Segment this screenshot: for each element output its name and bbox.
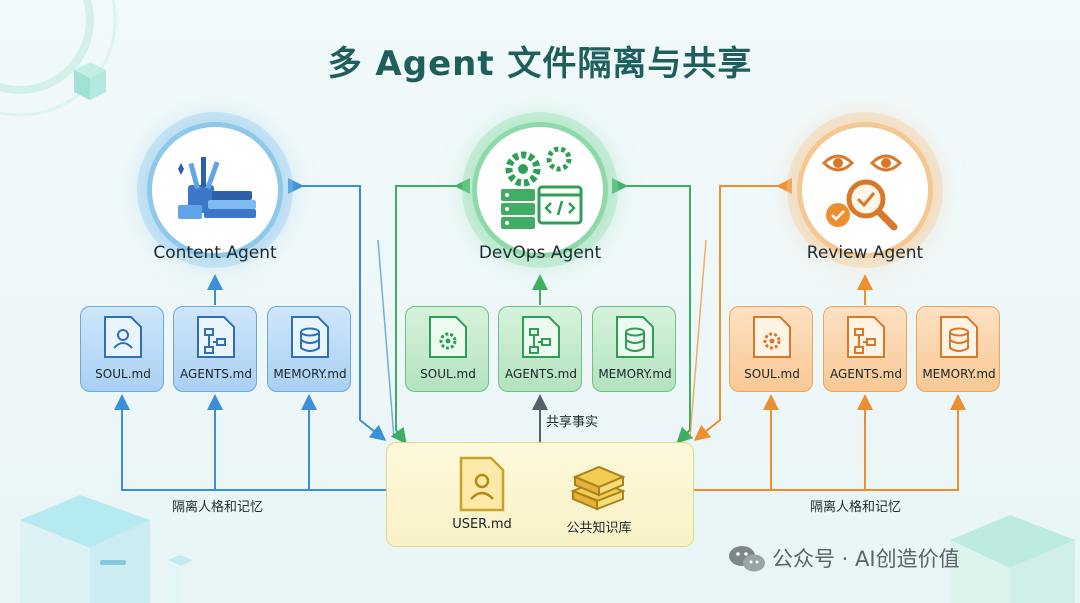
flowchart-document-icon [522, 316, 560, 358]
devops-agents-file: AGENTS.md [498, 306, 582, 392]
file-label: SOUL.md [744, 367, 800, 381]
content-agent-label: Content Agent [153, 243, 277, 263]
knowledge-base-label: 公共知识库 [566, 521, 632, 536]
gear-server-code-icon [501, 146, 583, 229]
shared-resources-box: USER.md 公共知识库 [386, 442, 694, 547]
flowchart-document-icon [847, 316, 885, 358]
footer-watermark: 公众号 · AI创造价值 [772, 547, 960, 571]
review-memory-file: MEMORY.md [916, 306, 1000, 392]
file-label: MEMORY.md [922, 367, 996, 381]
file-label: MEMORY.md [273, 367, 347, 381]
books-stack-icon [570, 465, 626, 511]
user-document-icon [459, 456, 505, 512]
gear-document-icon [429, 316, 467, 358]
content-agent-badge [147, 122, 283, 258]
flowchart-document-icon [197, 316, 235, 358]
person-document-icon [104, 316, 142, 358]
review-agent-badge [797, 122, 933, 258]
devops-soul-file: SOUL.md [405, 306, 489, 392]
page-title: 多 Agent 文件隔离与共享 [327, 44, 753, 84]
file-label: MEMORY.md [598, 367, 672, 381]
devops-agent-badge [472, 122, 608, 258]
file-label: AGENTS.md [505, 367, 577, 381]
content-agents-file: AGENTS.md [173, 306, 257, 392]
file-label: SOUL.md [95, 367, 151, 381]
content-memory-file: MEMORY.md [267, 306, 351, 392]
isolation-label-left: 隔离人格和记忆 [172, 500, 264, 515]
review-agents-file: AGENTS.md [823, 306, 907, 392]
database-document-icon [616, 316, 654, 358]
gear-document-icon [753, 316, 791, 358]
file-label: SOUL.md [420, 367, 476, 381]
review-agent-label: Review Agent [806, 243, 924, 263]
eye-magnifier-check-icon [821, 154, 903, 231]
file-label: AGENTS.md [180, 367, 252, 381]
shared-fact-label: 共享事实 [546, 415, 599, 430]
user-md-label: USER.md [452, 517, 512, 532]
review-soul-file: SOUL.md [729, 306, 813, 392]
database-document-icon [940, 316, 978, 358]
isolation-label-right: 隔离人格和记忆 [810, 500, 902, 515]
file-label: AGENTS.md [830, 367, 902, 381]
database-document-icon [291, 316, 329, 358]
pen-brush-books-icon [178, 157, 256, 219]
content-soul-file: SOUL.md [80, 306, 164, 392]
devops-agent-label: DevOps Agent [478, 243, 602, 263]
wechat-icon [729, 546, 765, 572]
devops-memory-file: MEMORY.md [592, 306, 676, 392]
